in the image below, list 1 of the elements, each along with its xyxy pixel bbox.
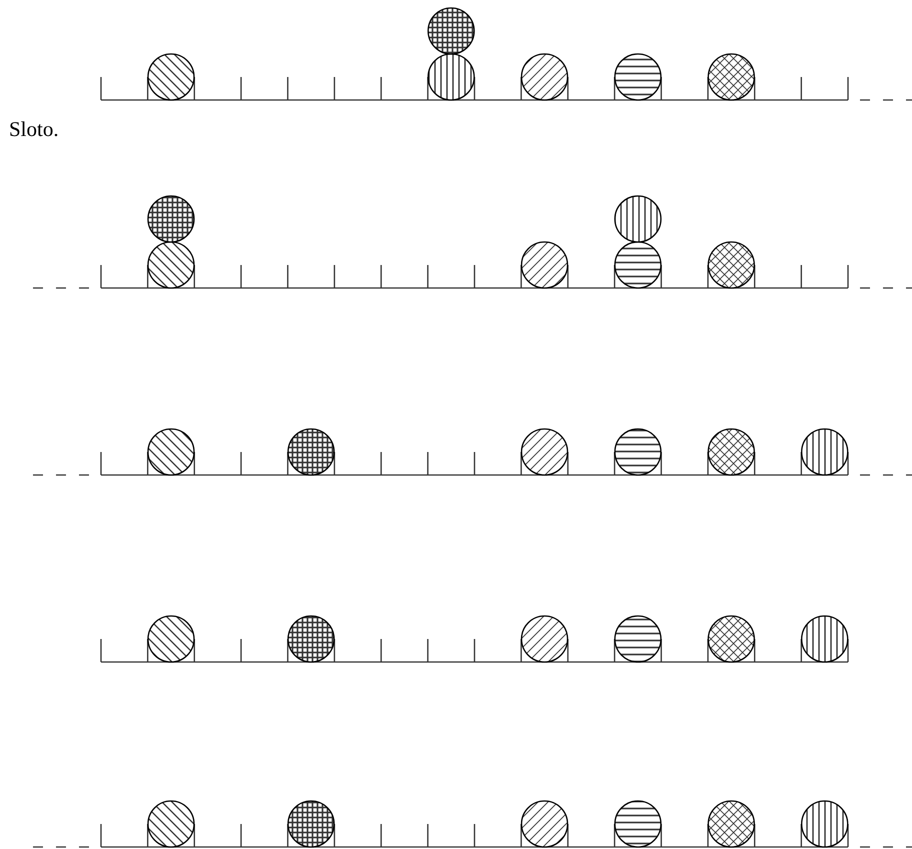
caption-text: Sloto. xyxy=(9,117,59,142)
